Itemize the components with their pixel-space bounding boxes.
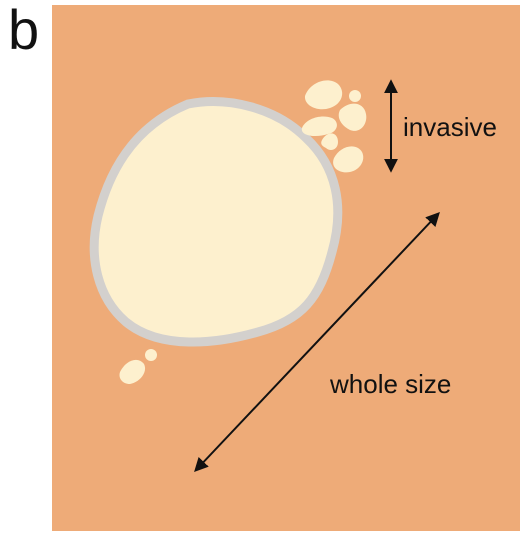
fragment bbox=[145, 349, 157, 361]
fragment bbox=[349, 90, 361, 102]
whole-size-label: whole size bbox=[329, 369, 451, 399]
invasive-label: invasive bbox=[403, 112, 497, 142]
